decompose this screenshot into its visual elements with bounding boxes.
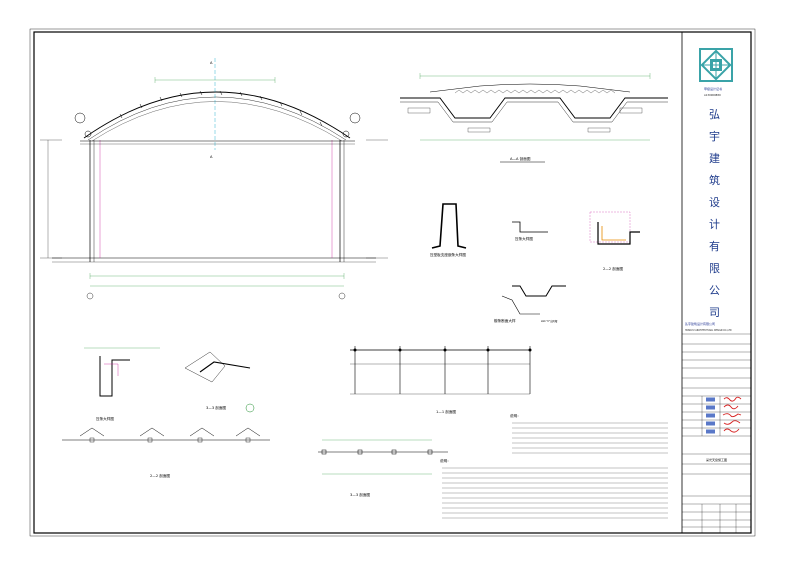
detail-eaves: 2—2 剖面图 bbox=[589, 211, 640, 271]
title-block-grid bbox=[682, 333, 751, 533]
cert-label: 甲级设计证书 bbox=[704, 86, 722, 91]
detail-caption: 压条大样图 bbox=[515, 236, 533, 241]
detail-caption: 压型板支座嵌条大样图 bbox=[430, 252, 466, 257]
section-a-a: A—A 剖面图 bbox=[400, 73, 668, 163]
company-char: 弘 bbox=[709, 108, 720, 121]
detail-caption: 2—2 剖面图 bbox=[603, 266, 623, 271]
detail-caption: 檩条断面大样 bbox=[494, 318, 516, 323]
detail-bracket: 压型板支座嵌条大样图 bbox=[430, 203, 466, 257]
drawing-frame bbox=[33, 31, 752, 534]
company-name-en: HONGYU ARCHITECTURAL DESIGN CO.,LTD bbox=[685, 329, 732, 332]
detail-caption: 压条大样图 bbox=[96, 416, 114, 421]
title-block: 甲级设计证书 A130009889 弘 宇 建 筑 设 计 有 限 公 司 弘宇… bbox=[681, 32, 751, 533]
company-char: 限 bbox=[709, 262, 720, 275]
drawing-outer-frame bbox=[29, 28, 756, 537]
company-char: 建 bbox=[709, 151, 720, 165]
detail-note: 2ø4 "C"出风帽 bbox=[541, 319, 558, 323]
section-marker: A bbox=[210, 61, 213, 65]
elevation-arch: A A bbox=[40, 58, 388, 300]
section-caption: A—A 剖面图 bbox=[510, 156, 531, 161]
detail-strip: 压条大样图 bbox=[512, 221, 548, 241]
notes-block: 说明： 说明： bbox=[440, 413, 668, 519]
company-name-small: 弘宇建筑设计有限公司 bbox=[685, 321, 715, 326]
company-logo-icon bbox=[699, 48, 733, 82]
detail-purlin: 檩条断面大样 2ø4 "C"出风帽 bbox=[494, 285, 566, 323]
section-2-2: 2—2 剖面图 bbox=[62, 427, 270, 478]
section-1-1: 1—1 剖面图 bbox=[350, 346, 532, 414]
section-3-3: 3—3 剖面图 bbox=[318, 439, 448, 497]
notes-title: 说明： bbox=[440, 458, 451, 463]
company-char: 设 bbox=[709, 196, 720, 209]
company-char: 公 bbox=[709, 284, 720, 297]
company-char: 计 bbox=[709, 218, 720, 231]
section-caption: 2—2 剖面图 bbox=[150, 473, 170, 478]
detail-skylight-center: 3—3 剖面图 bbox=[184, 351, 255, 413]
company-char: 有 bbox=[709, 239, 720, 253]
company-char: 宇 bbox=[709, 130, 720, 143]
section-marker: A bbox=[210, 155, 213, 159]
detail-caption: 3—3 剖面图 bbox=[206, 405, 226, 410]
company-char: 司 bbox=[709, 306, 720, 319]
company-name-vertical: 弘 宇 建 筑 设 计 有 限 公 司 bbox=[709, 108, 720, 319]
notes-title: 说明： bbox=[510, 413, 521, 418]
signature-rows bbox=[706, 397, 715, 434]
signature-stamps bbox=[722, 396, 742, 433]
section-caption: 3—3 剖面图 bbox=[350, 492, 370, 497]
section-caption: 1—1 剖面图 bbox=[436, 409, 456, 414]
cert-number: A130009889 bbox=[704, 93, 721, 97]
sheet-title: 采光天窗施工图 bbox=[706, 457, 727, 462]
detail-skylight-left: 压条大样图 bbox=[84, 347, 160, 421]
company-char: 筑 bbox=[709, 173, 720, 187]
